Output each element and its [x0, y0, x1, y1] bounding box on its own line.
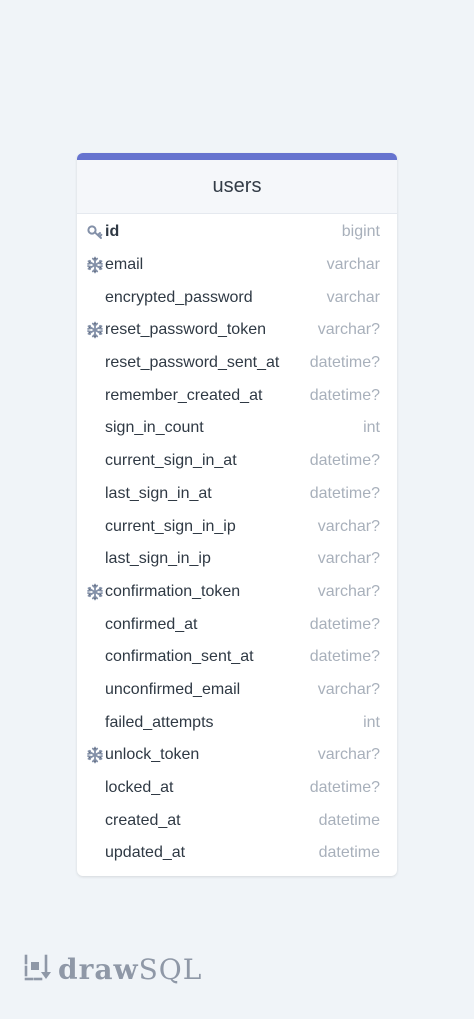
- column-name: sign_in_count: [105, 419, 204, 437]
- logo-text-draw: draw: [58, 952, 139, 986]
- column-row-remember-created-at[interactable]: remember_created_at datetime?: [77, 379, 397, 412]
- column-name: unconfirmed_email: [105, 680, 241, 698]
- column-name: created_at: [105, 811, 181, 829]
- drawsql-logo: draw SQL: [22, 952, 202, 986]
- column-name: confirmation_token: [105, 582, 241, 600]
- table-title: users: [212, 175, 262, 197]
- column-type: varchar?: [317, 550, 380, 568]
- column-name: unlock_token: [105, 746, 200, 764]
- column-row-created-at[interactable]: created_at datetime: [77, 804, 397, 837]
- logo-text-sql: SQL: [138, 952, 203, 986]
- column-type: varchar?: [317, 680, 380, 698]
- column-type: varchar: [326, 288, 380, 306]
- column-row-unconfirmed-email[interactable]: unconfirmed_email varchar?: [77, 674, 397, 707]
- column-type: datetime?: [309, 354, 380, 372]
- column-row-locked-at[interactable]: locked_at datetime?: [77, 772, 397, 805]
- column-type: datetime: [318, 811, 380, 829]
- column-name: id: [105, 223, 120, 241]
- table-header[interactable]: users: [77, 160, 397, 214]
- icon-placeholder: [85, 418, 105, 438]
- column-type: varchar?: [317, 746, 380, 764]
- column-row-failed-attempts[interactable]: failed_attempts int: [77, 706, 397, 739]
- index-icon: [85, 582, 105, 602]
- column-name: updated_at: [105, 844, 186, 862]
- column-type: int: [363, 713, 380, 731]
- icon-placeholder: [85, 549, 105, 569]
- column-row-updated-at[interactable]: updated_at datetime: [77, 837, 397, 870]
- column-type: datetime?: [309, 615, 380, 633]
- column-name: locked_at: [105, 779, 174, 797]
- column-type: varchar?: [317, 582, 380, 600]
- index-icon: [85, 255, 105, 275]
- column-type: varchar?: [317, 517, 380, 535]
- column-row-id[interactable]: id bigint: [77, 216, 397, 249]
- icon-placeholder: [85, 288, 105, 308]
- column-type: varchar?: [317, 321, 380, 339]
- drawsql-logo-icon: [24, 954, 51, 981]
- column-row-last-sign-in-at[interactable]: last_sign_in_at datetime?: [77, 478, 397, 511]
- column-name: encrypted_password: [105, 288, 253, 306]
- column-row-current-sign-in-ip[interactable]: current_sign_in_ip varchar?: [77, 510, 397, 543]
- key-icon: [85, 222, 105, 242]
- column-name: email: [105, 256, 144, 274]
- column-name: last_sign_in_at: [105, 484, 212, 502]
- column-row-confirmation-sent-at[interactable]: confirmation_sent_at datetime?: [77, 641, 397, 674]
- column-type: bigint: [341, 223, 380, 241]
- index-icon: [85, 320, 105, 340]
- icon-placeholder: [85, 386, 105, 406]
- column-name: reset_password_sent_at: [105, 354, 280, 372]
- column-type: datetime?: [309, 484, 380, 502]
- column-type: varchar: [326, 256, 380, 274]
- column-type: int: [363, 419, 380, 437]
- icon-placeholder: [85, 811, 105, 831]
- icon-placeholder: [85, 484, 105, 504]
- column-row-confirmed-at[interactable]: confirmed_at datetime?: [77, 608, 397, 641]
- column-name: remember_created_at: [105, 386, 263, 404]
- column-type: datetime?: [309, 386, 380, 404]
- column-name: confirmation_sent_at: [105, 648, 254, 666]
- column-row-last-sign-in-ip[interactable]: last_sign_in_ip varchar?: [77, 543, 397, 576]
- column-name: confirmed_at: [105, 615, 198, 633]
- icon-placeholder: [85, 353, 105, 373]
- icon-placeholder: [85, 615, 105, 635]
- column-name: current_sign_in_at: [105, 452, 237, 470]
- column-name: current_sign_in_ip: [105, 517, 236, 535]
- column-name: last_sign_in_ip: [105, 550, 211, 568]
- column-name: failed_attempts: [105, 713, 214, 731]
- column-row-email[interactable]: email varchar: [77, 249, 397, 282]
- column-type: datetime?: [309, 452, 380, 470]
- column-row-confirmation-token[interactable]: confirmation_token varchar?: [77, 576, 397, 609]
- column-row-encrypted-password[interactable]: encrypted_password varchar: [77, 281, 397, 314]
- column-type: datetime?: [309, 779, 380, 797]
- icon-placeholder: [85, 778, 105, 798]
- icon-placeholder: [85, 713, 105, 733]
- column-type: datetime: [318, 844, 380, 862]
- column-row-unlock-token[interactable]: unlock_token varchar?: [77, 739, 397, 772]
- icon-placeholder: [85, 680, 105, 700]
- column-name: reset_password_token: [105, 321, 266, 339]
- icon-placeholder: [85, 843, 105, 863]
- column-type: datetime?: [309, 648, 380, 666]
- column-row-reset-password-token[interactable]: reset_password_token varchar?: [77, 314, 397, 347]
- column-row-reset-password-sent-at[interactable]: reset_password_sent_at datetime?: [77, 347, 397, 380]
- column-row-current-sign-in-at[interactable]: current_sign_in_at datetime?: [77, 445, 397, 478]
- icon-placeholder: [85, 451, 105, 471]
- icon-placeholder: [85, 647, 105, 667]
- icon-placeholder: [85, 517, 105, 537]
- column-row-sign-in-count[interactable]: sign_in_count int: [77, 412, 397, 445]
- index-icon: [85, 745, 105, 765]
- table-accent-bar: [77, 153, 397, 160]
